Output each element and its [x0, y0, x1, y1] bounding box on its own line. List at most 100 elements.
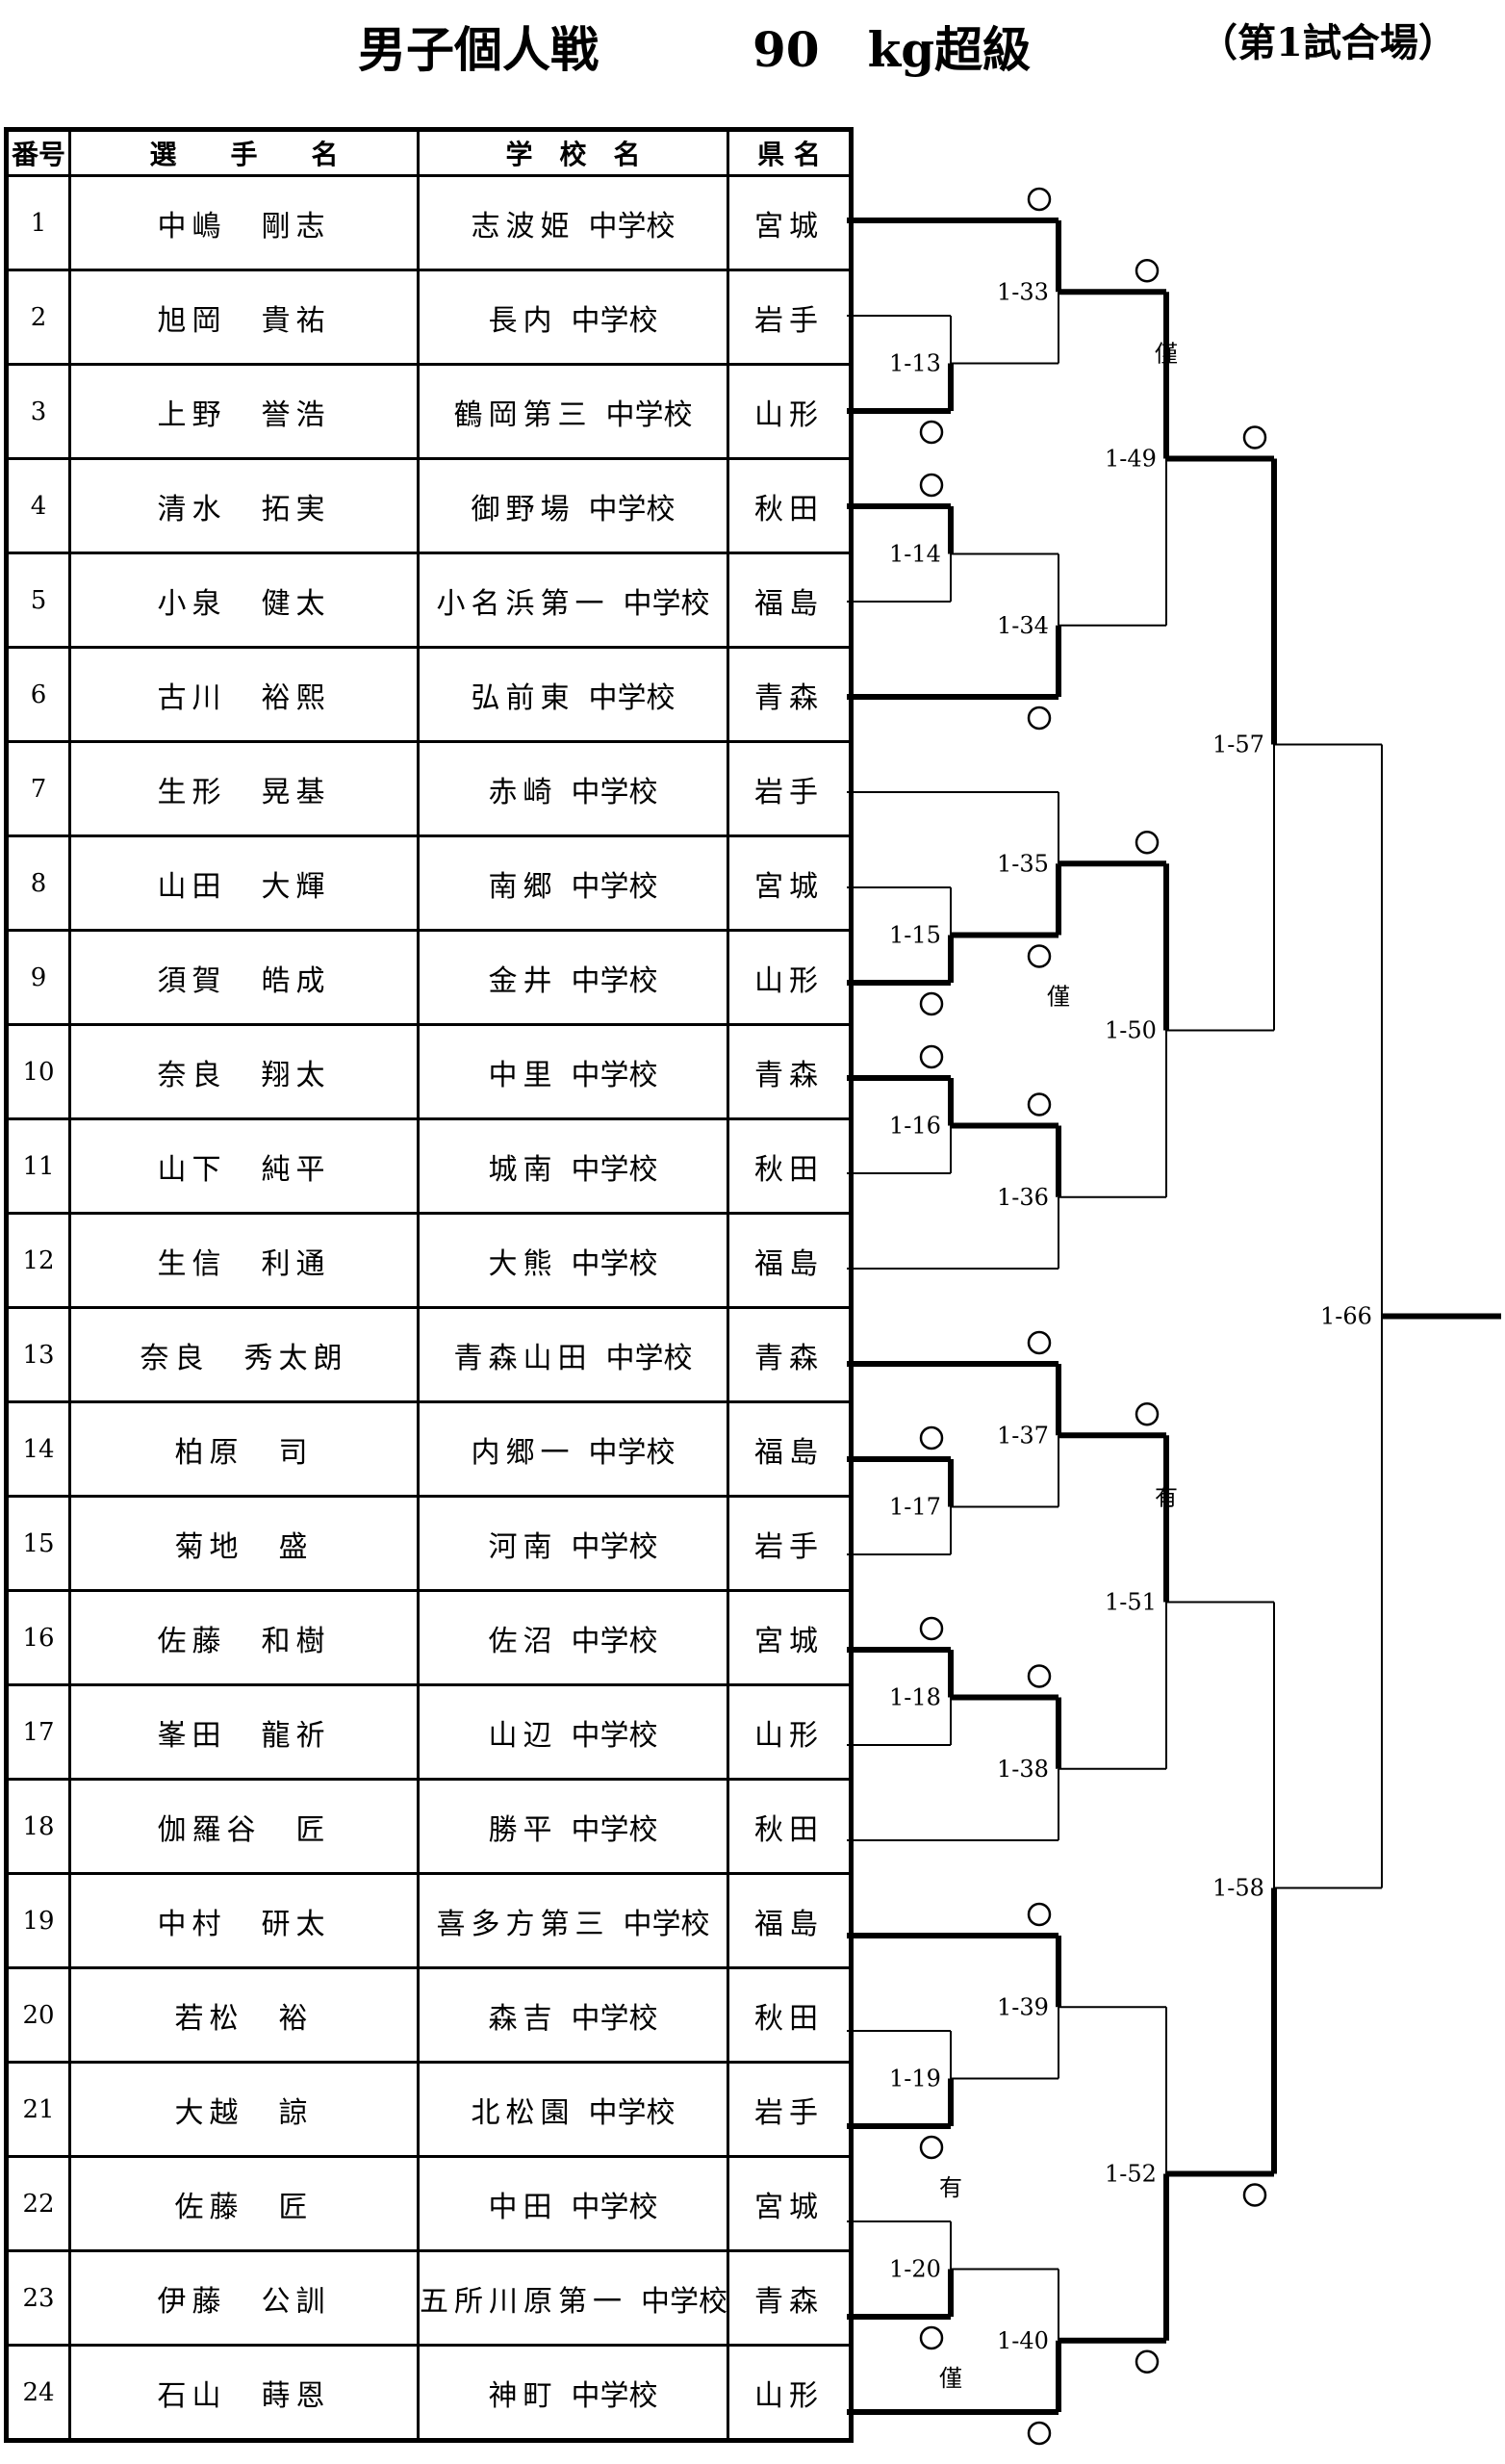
school-type: 中学校: [571, 963, 658, 998]
result-mark: 有: [939, 2174, 962, 2201]
prefecture: 青森: [727, 2249, 853, 2347]
winner-mark-icon: [1027, 1664, 1052, 1688]
school-type: 中学校: [571, 1812, 658, 1847]
winner-mark-icon: [1242, 2183, 1267, 2207]
school-type: 中学校: [571, 2001, 658, 2036]
entry-number: 18: [5, 1778, 71, 1875]
winner-mark-icon: [1242, 425, 1267, 449]
entry-number: 12: [5, 1212, 71, 1309]
school-name: 勝平中学校: [417, 1778, 729, 1875]
prefecture: 岩手: [727, 2061, 853, 2158]
player-name: 古川 裕熙: [68, 646, 420, 743]
weight-class: 90 kg超級: [752, 21, 1032, 78]
school-type: 中学校: [571, 1058, 658, 1092]
school-type: 中学校: [588, 492, 676, 526]
result-mark: 僅: [1155, 340, 1178, 367]
entry-number: 2: [5, 269, 71, 366]
winner-mark-icon: [1027, 1902, 1052, 1927]
header-number: 番号: [5, 128, 71, 177]
match-label: 1-13: [889, 350, 941, 377]
player-name: 伽羅谷 匠: [68, 1778, 420, 1875]
prefecture: 秋田: [727, 1966, 853, 2064]
school-type: 中学校: [571, 1152, 658, 1187]
school-base-name: 赤崎: [488, 775, 558, 809]
school-type: 中学校: [571, 1624, 658, 1658]
school-type: 中学校: [623, 586, 710, 621]
school-type: 中学校: [588, 680, 676, 715]
entry-number: 10: [5, 1023, 71, 1120]
prefecture: 宮城: [727, 834, 853, 932]
winner-mark-icon: [919, 473, 944, 498]
school-type: 中学校: [571, 1529, 658, 1564]
match-label: 1-52: [1105, 2161, 1157, 2188]
school-type: 中学校: [571, 2190, 658, 2224]
player-name: 峯田 龍祈: [68, 1683, 420, 1781]
entry-number: 1: [5, 174, 71, 271]
header-school-name: 学 校 名: [417, 128, 729, 177]
entry-number: 11: [5, 1117, 71, 1215]
match-label: 1-17: [889, 1494, 941, 1521]
player-name: 奈良 秀太朗: [68, 1306, 420, 1403]
school-base-name: 小名浜第一: [436, 586, 610, 621]
player-name: 柏原 司: [68, 1400, 420, 1498]
entry-number: 23: [5, 2249, 71, 2347]
entry-number: 8: [5, 834, 71, 932]
entry-number: 20: [5, 1966, 71, 2064]
player-name: 大越 諒: [68, 2061, 420, 2158]
match-label: 1-66: [1320, 1303, 1372, 1330]
match-label: 1-50: [1105, 1017, 1157, 1044]
school-type: 中学校: [605, 398, 693, 432]
prefecture: 山形: [727, 1683, 853, 1781]
prefecture: 青森: [727, 1306, 853, 1403]
match-label: 1-18: [889, 1684, 941, 1711]
winner-mark-icon: [1135, 1402, 1160, 1426]
school-name: 北松園中学校: [417, 2061, 729, 2158]
entry-number: 7: [5, 740, 71, 837]
school-base-name: 弘前東: [471, 680, 575, 715]
winner-mark-icon: [1135, 2349, 1160, 2374]
player-name: 佐藤 和樹: [68, 1589, 420, 1686]
match-label: 1-19: [889, 2066, 941, 2092]
match-label: 1-16: [889, 1113, 941, 1140]
result-mark: 有: [1155, 1483, 1178, 1510]
school-base-name: 鶴岡第三: [453, 398, 593, 432]
school-name: 大熊中学校: [417, 1212, 729, 1309]
school-name: 弘前東中学校: [417, 646, 729, 743]
prefecture: 岩手: [727, 269, 853, 366]
page-title: 男子個人戦 90 kg超級 （第1試合場）: [0, 4, 1505, 81]
match-label: 1-57: [1212, 732, 1264, 758]
prefecture: 秋田: [727, 457, 853, 554]
entry-number: 6: [5, 646, 71, 743]
school-base-name: 城南: [488, 1152, 558, 1187]
school-name: 森吉中学校: [417, 1966, 729, 2064]
result-mark: 僅: [1047, 984, 1070, 1011]
school-base-name: 五所川原第一: [420, 2284, 627, 2319]
player-name: 奈良 翔太: [68, 1023, 420, 1120]
match-label: 1-49: [1105, 446, 1157, 473]
school-base-name: 河南: [488, 1529, 558, 1564]
match-label: 1-38: [997, 1756, 1049, 1783]
prefecture: 福島: [727, 1212, 853, 1309]
player-name: 佐藤 匠: [68, 2155, 420, 2252]
winner-mark-icon: [1027, 187, 1052, 212]
event-title: 男子個人戦: [358, 21, 599, 78]
winner-mark-icon: [1027, 944, 1052, 968]
school-base-name: 南郷: [488, 869, 558, 904]
school-name: 南郷中学校: [417, 834, 729, 932]
